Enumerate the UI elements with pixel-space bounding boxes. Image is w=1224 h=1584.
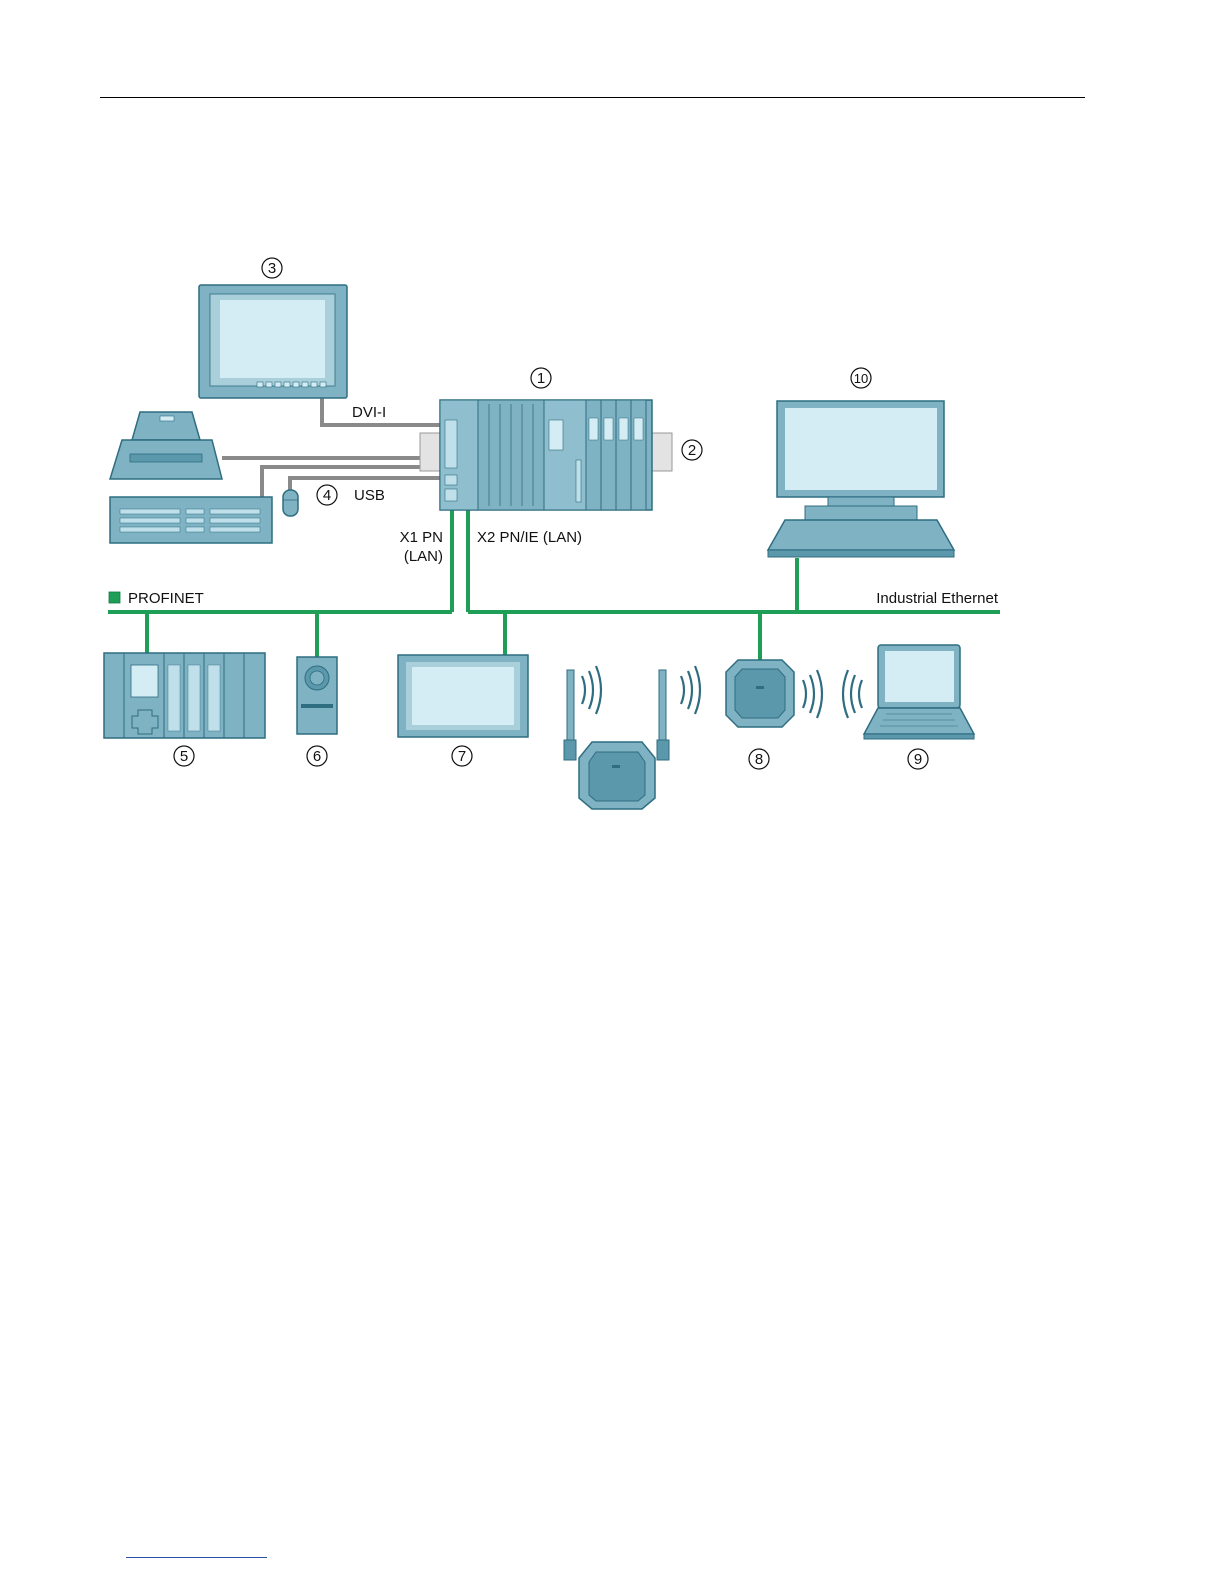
gray-cables: [222, 398, 440, 497]
plc-rack: [104, 653, 265, 738]
x1-label-line1: X1 PN: [400, 529, 443, 546]
dvi-label: DVI-I: [352, 404, 386, 421]
footer-link-underline[interactable]: [126, 1557, 267, 1558]
usb-label: USB: [354, 487, 385, 504]
callout-3: 3: [268, 260, 276, 277]
client-module: [564, 666, 700, 809]
laptop: [864, 645, 974, 739]
keyboard: [110, 497, 272, 543]
callout-7: 7: [458, 748, 466, 765]
callout-10: 10: [854, 371, 868, 386]
printer: [110, 412, 222, 479]
industrial-ethernet-label: Industrial Ethernet: [876, 590, 999, 607]
callout-8: 8: [755, 751, 763, 768]
pc-workstation: [768, 401, 954, 557]
profinet-label: PROFINET: [128, 590, 204, 607]
callout-4: 4: [323, 487, 331, 504]
mouse: [283, 490, 298, 516]
profinet-legend-square: [109, 592, 120, 603]
callout-2: 2: [688, 442, 696, 459]
operator-panel: [398, 655, 528, 737]
controller: [420, 400, 672, 510]
callout-9: 9: [914, 751, 922, 768]
access-point: [726, 660, 862, 727]
callout-5: 5: [180, 748, 188, 765]
x2-label: X2 PN/IE (LAN): [477, 529, 582, 546]
touch-monitor: [199, 285, 347, 398]
x1-label-line2: (LAN): [404, 548, 443, 565]
callout-1: 1: [537, 370, 545, 387]
callout-6: 6: [313, 748, 321, 765]
distributed-io-device: [297, 657, 337, 734]
